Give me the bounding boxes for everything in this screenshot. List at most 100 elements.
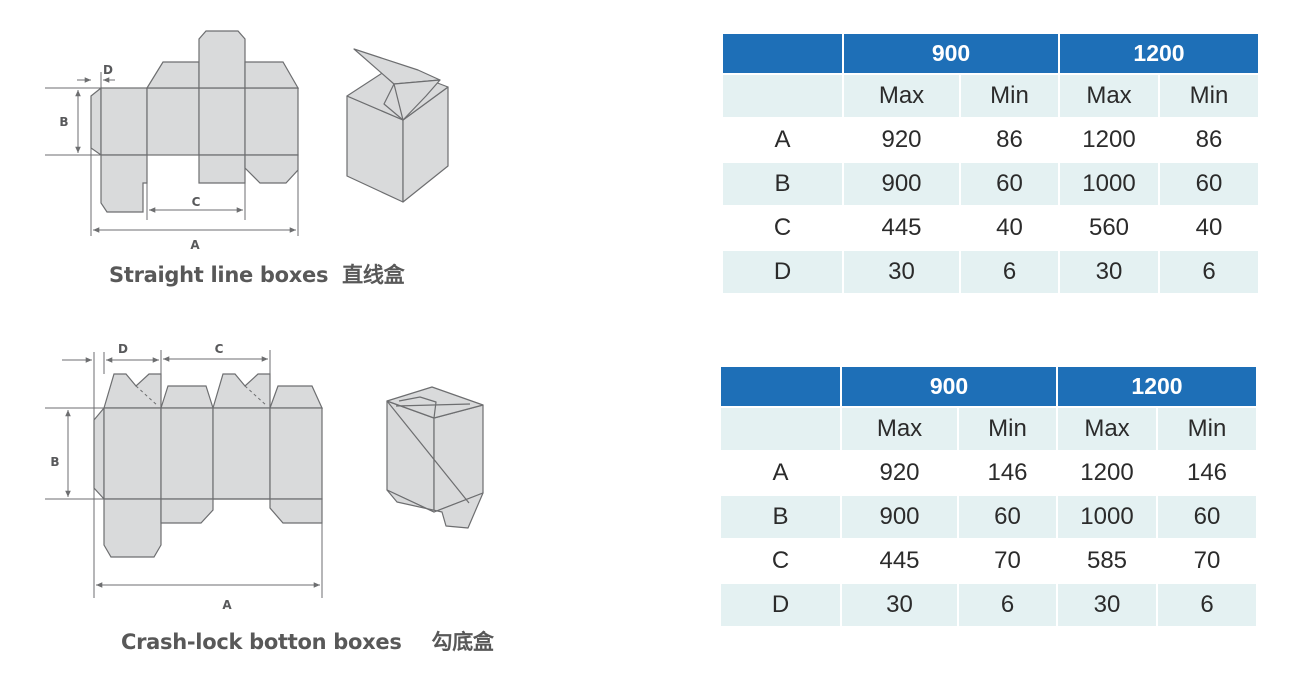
bottom-flap-1: [103, 498, 162, 558]
table-cell: 146: [959, 452, 1056, 494]
table-cell: 585: [1058, 540, 1156, 582]
table-cell: 40: [1160, 207, 1259, 249]
table-row: D 30 6 30 6: [723, 251, 1259, 293]
row-label: A: [723, 119, 842, 161]
dim-label-d: D: [103, 63, 113, 77]
table-cell: 30: [1060, 251, 1158, 293]
top-flap-1: [103, 373, 162, 409]
crash-lock-box-3d: [386, 386, 484, 529]
caption-crash-lock-boxes: Crash-lock botton boxes 勾底盒: [121, 626, 494, 656]
diagram-canvas: D B C A: [45, 30, 484, 612]
box-tuck-flap: [383, 79, 441, 121]
caption-chinese: 直线盒: [342, 263, 405, 287]
panel-1: [100, 87, 148, 156]
table-cell: 1200: [1060, 119, 1158, 161]
row-label: A: [721, 452, 840, 494]
caption-straight-line-boxes: Straight line boxes 直线盒: [109, 259, 405, 289]
top-flap-2: [244, 61, 300, 89]
crash-lock-fold-lines: [135, 385, 268, 407]
crash-lock-dimensions: [45, 350, 323, 598]
table-cell: 146: [1158, 452, 1257, 494]
straight-box-dimension-labels: D B C A: [59, 63, 200, 252]
box-open-flap: [353, 48, 441, 85]
row-label: B: [723, 163, 842, 205]
subheader-min: Min: [1158, 408, 1257, 450]
table-cell: 1000: [1060, 163, 1158, 205]
subheader-max: Max: [842, 408, 957, 450]
table-cell: 1200: [1058, 452, 1156, 494]
subheader-min: Min: [1160, 75, 1259, 117]
dim-label-a: A: [190, 238, 200, 252]
table-cell: 86: [961, 119, 1058, 161]
table-row: B 900 60 1000 60: [723, 163, 1259, 205]
dim-label-c: C: [192, 195, 201, 209]
table-subheader-row: Max Min Max Min: [723, 75, 1259, 117]
table-row: B 900 60 1000 60: [721, 496, 1257, 538]
table-cell: 6: [959, 584, 1056, 626]
subheader-max: Max: [1058, 408, 1156, 450]
corner-cell: [721, 367, 840, 406]
table-cell: 920: [842, 452, 957, 494]
subheader-blank: [723, 75, 842, 117]
box-top: [386, 386, 484, 419]
bottom-tuck-flap: [100, 154, 148, 213]
table-cell: 60: [961, 163, 1058, 205]
table-row: A 920 86 1200 86: [723, 119, 1259, 161]
table-cell: 900: [844, 163, 959, 205]
straight-box-3d: [346, 48, 449, 203]
table-cell: 445: [842, 540, 957, 582]
straight-box-dimensions: [45, 72, 299, 236]
row-label: C: [723, 207, 842, 249]
crash-lock-dieline: [93, 373, 323, 558]
bottom-flap-2: [160, 498, 214, 524]
table-cell: 60: [959, 496, 1056, 538]
dim-label-b: B: [50, 455, 59, 469]
bottom-flap-3: [198, 154, 246, 184]
caption-english: Crash-lock botton boxes: [121, 630, 402, 654]
table-group-header: 900 1200: [721, 367, 1257, 406]
top-flap-3: [212, 373, 271, 409]
dim-label-c: C: [215, 342, 224, 356]
row-label: D: [723, 251, 842, 293]
table-cell: 70: [959, 540, 1056, 582]
table-group-header: 900 1200: [723, 34, 1259, 73]
table-cell: 30: [1058, 584, 1156, 626]
subheader-max: Max: [844, 75, 959, 117]
top-flap-1: [145, 61, 200, 89]
caption-chinese: 勾底盒: [431, 630, 494, 654]
top-flap-4: [269, 385, 323, 409]
group-1200: 1200: [1060, 34, 1259, 73]
panel-2: [160, 407, 214, 500]
table-cell: 60: [1158, 496, 1257, 538]
corner-cell: [723, 34, 842, 73]
table-cell: 900: [842, 496, 957, 538]
table-cell: 40: [961, 207, 1058, 249]
subheader-max: Max: [1060, 75, 1158, 117]
dim-label-a: A: [222, 598, 232, 612]
table-cell: 6: [1158, 584, 1257, 626]
spec-table-straight-line: 900 1200 Max Min Max Min A 920 86 1200 8…: [721, 32, 1260, 295]
subheader-min: Min: [961, 75, 1058, 117]
row-label: D: [721, 584, 840, 626]
row-label: B: [721, 496, 840, 538]
table-cell: 6: [961, 251, 1058, 293]
panel-3: [212, 407, 271, 500]
table-cell: 1000: [1058, 496, 1156, 538]
table-row: A 920 146 1200 146: [721, 452, 1257, 494]
group-900: 900: [844, 34, 1058, 73]
caption-english: Straight line boxes: [109, 263, 329, 287]
panel-2: [146, 87, 200, 156]
table-row: C 445 40 560 40: [723, 207, 1259, 249]
row-label: C: [721, 540, 840, 582]
table-cell: 445: [844, 207, 959, 249]
group-1200: 1200: [1058, 367, 1257, 406]
table-cell: 920: [844, 119, 959, 161]
table-cell: 60: [1160, 163, 1259, 205]
table-row: C 445 70 585 70: [721, 540, 1257, 582]
subheader-min: Min: [959, 408, 1056, 450]
table-row: D 30 6 30 6: [721, 584, 1257, 626]
subheader-blank: [721, 408, 840, 450]
dim-label-d: D: [118, 342, 128, 356]
panel-4: [244, 87, 299, 156]
panel-3: [198, 87, 246, 156]
